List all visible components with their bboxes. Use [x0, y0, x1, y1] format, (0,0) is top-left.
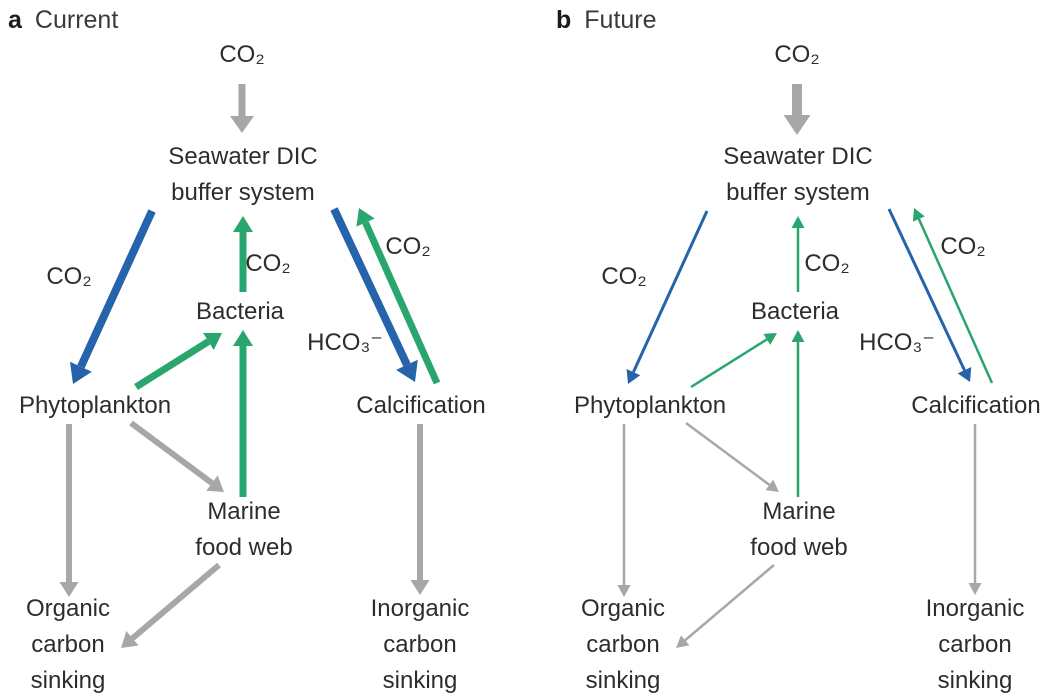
node-calcification-line-0: Calcification: [356, 392, 486, 419]
node-calcification-a: Calcification: [356, 388, 485, 424]
arrow-atmosphere-to-dic-a: [230, 84, 254, 133]
arrow-bacteria-to-dic-b: [791, 216, 805, 292]
arrow-atmosphere-to-dic-b: [783, 84, 811, 135]
node-inorganic-carbon-sinking-b: Inorganic carbon sinking: [926, 591, 1025, 699]
panel-a-header: a Current: [8, 5, 118, 35]
node-inorganic-carbon-sinking-line-2: sinking: [382, 667, 458, 694]
arrow-bacteria-to-dic-a: [233, 216, 253, 292]
arrow-dic-to-phytoplankton-a: [69, 209, 156, 384]
arrow-phytoplankton-to-food-web-b: [685, 421, 779, 492]
node-organic-carbon-sinking-line-2: sinking: [30, 667, 106, 694]
panel-b-header: b Future: [556, 5, 657, 35]
arrow-dic-to-calcification-a: [330, 207, 418, 382]
node-marine-food-web-line-1: food web: [195, 534, 293, 561]
node-inorganic-carbon-sinking-line-0: Inorganic: [925, 595, 1025, 622]
node-inorganic-carbon-sinking-line-2: sinking: [937, 667, 1013, 694]
node-organic-carbon-sinking-line-1: carbon: [31, 631, 105, 658]
label-co2-into-phytoplankton-a: CO₂: [46, 263, 92, 290]
node-co2-atmosphere-b: CO₂: [774, 37, 819, 73]
node-seawater-dic-line-1: buffer system: [171, 179, 315, 206]
panel-a-tag: a: [8, 6, 22, 34]
panel-b-tag: b: [556, 6, 572, 34]
label-co2-into-phytoplankton-b: CO₂: [601, 263, 647, 290]
node-bacteria-line-0: Bacteria: [750, 298, 840, 325]
panel-a-title: Current: [34, 6, 119, 34]
arrow-food-web-to-bacteria-b: [791, 330, 805, 497]
node-marine-food-web-line-1: food web: [750, 534, 848, 561]
arrow-dic-to-calcification-b: [887, 208, 972, 382]
node-organic-carbon-sinking-line-2: sinking: [585, 667, 661, 694]
node-phytoplankton-line-0: Phytoplankton: [18, 392, 172, 419]
node-seawater-dic-line-0: Seawater DIC: [723, 143, 873, 170]
node-co2-atmosphere-line-0: CO₂: [774, 41, 820, 68]
arrow-calcification-to-dic-b: [912, 208, 994, 384]
node-inorganic-carbon-sinking-line-0: Inorganic: [370, 595, 470, 622]
node-marine-food-web-line-0: Marine: [207, 498, 281, 525]
node-marine-food-web-a: Marine food web: [195, 494, 292, 566]
label-co2-from-bacteria-b: CO₂: [804, 250, 850, 277]
node-marine-food-web-b: Marine food web: [750, 494, 847, 566]
arrow-calcification-to-inorganic-sinking-a: [410, 424, 430, 595]
label-hco3-to-calcification-b: HCO₃⁻: [859, 329, 935, 356]
label-hco3-to-calcification-a: HCO₃⁻: [307, 329, 383, 356]
arrow-food-web-to-organic-sinking-a: [121, 562, 221, 648]
node-calcification-b: Calcification: [911, 388, 1040, 424]
node-organic-carbon-sinking-a: Organic carbon sinking: [26, 591, 110, 699]
node-inorganic-carbon-sinking-a: Inorganic carbon sinking: [371, 591, 470, 699]
label-co2-from-calcification-b: CO₂: [940, 233, 986, 260]
node-organic-carbon-sinking-line-0: Organic: [580, 595, 666, 622]
arrow-phytoplankton-to-organic-sinking-b: [617, 424, 631, 597]
arrow-food-web-to-organic-sinking-b: [676, 564, 775, 648]
node-phytoplankton-b: Phytoplankton: [574, 388, 726, 424]
arrow-phytoplankton-to-food-web-a: [129, 420, 224, 492]
label-co2-from-calcification-a: CO₂: [385, 233, 431, 260]
node-bacteria-line-0: Bacteria: [195, 298, 285, 325]
arrow-phytoplankton-to-bacteria-b: [690, 333, 777, 389]
arrow-food-web-to-bacteria-a: [233, 330, 253, 497]
node-inorganic-carbon-sinking-line-1: carbon: [383, 631, 457, 658]
node-co2-atmosphere-line-0: CO₂: [219, 41, 265, 68]
node-seawater-dic-line-0: Seawater DIC: [168, 143, 318, 170]
arrow-phytoplankton-to-organic-sinking-a: [59, 424, 79, 597]
node-seawater-dic-a: Seawater DIC buffer system: [168, 139, 317, 211]
node-organic-carbon-sinking-b: Organic carbon sinking: [581, 591, 665, 699]
node-co2-atmosphere-a: CO₂: [219, 37, 264, 73]
node-bacteria-b: Bacteria: [751, 294, 839, 330]
arrow-dic-to-phytoplankton-b: [626, 210, 709, 384]
node-marine-food-web-line-0: Marine: [762, 498, 836, 525]
node-organic-carbon-sinking-line-0: Organic: [25, 595, 111, 622]
node-calcification-line-0: Calcification: [911, 392, 1041, 419]
node-phytoplankton-a: Phytoplankton: [19, 388, 171, 424]
node-seawater-dic-line-1: buffer system: [726, 179, 870, 206]
arrow-phytoplankton-to-bacteria-a: [134, 333, 222, 390]
node-seawater-dic-b: Seawater DIC buffer system: [723, 139, 872, 211]
node-phytoplankton-line-0: Phytoplankton: [573, 392, 727, 419]
panel-b-title: Future: [584, 6, 657, 34]
node-organic-carbon-sinking-line-1: carbon: [586, 631, 660, 658]
node-bacteria-a: Bacteria: [196, 294, 284, 330]
arrow-calcification-to-inorganic-sinking-b: [968, 424, 982, 595]
arrow-calcification-to-dic-a: [356, 208, 441, 385]
label-co2-from-bacteria-a: CO₂: [245, 250, 291, 277]
node-inorganic-carbon-sinking-line-1: carbon: [938, 631, 1012, 658]
